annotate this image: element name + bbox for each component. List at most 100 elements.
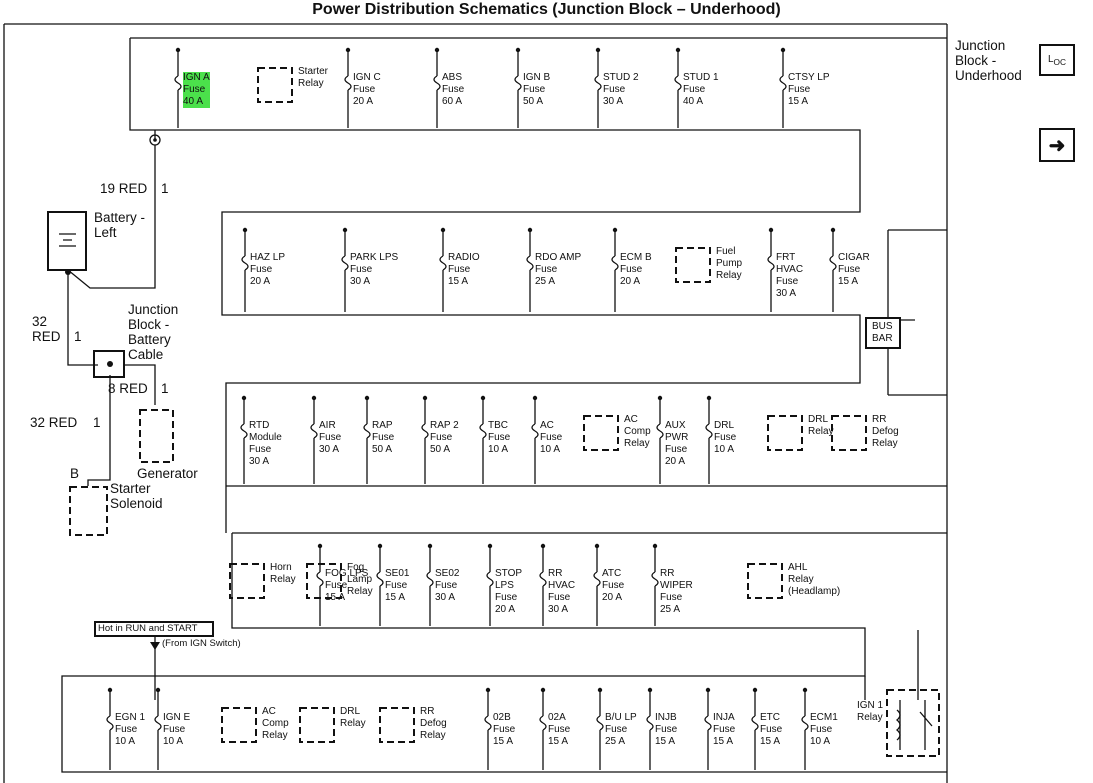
stop-fuse-label: STOP LPS Fuse 20 A [495,568,523,615]
air-fuse-symbol [310,423,318,439]
egn-1-fuse-terminal [107,687,113,693]
02b-fuse-label: 02B Fuse 15 A [493,712,516,747]
ctsy-lp-fuse-terminal [780,47,786,53]
haz-lp-fuse-symbol [241,255,249,271]
drl-fuse-terminal [706,395,712,401]
wire-32-color: 32 RED [32,314,61,344]
b-u-lp-fuse-terminal [597,687,603,693]
drl-relay-label: DRL Relay [808,414,834,437]
ign-a-fuse-symbol [174,75,182,91]
stop-fuse-symbol [486,571,494,587]
ac-fuse-terminal [532,395,538,401]
rr-fuse-label: RR WIPER Fuse 25 A [660,568,693,615]
wire-32b-pin: 1 [93,415,101,430]
se01-fuse-label: SE01 Fuse 15 A [385,568,410,603]
rr-relay-label: RR Defog Relay [420,706,447,741]
frt-fuse-label: FRT HVAC Fuse 30 A [776,252,804,299]
air-fuse-label: AIR Fuse 30 A [319,420,342,455]
hot-in-run-label: Hot in RUN and START [98,623,198,634]
inja-fuse-symbol [704,715,712,731]
junction-block-underhood-label: Junction Block - Underhood [955,38,1022,83]
rap-fuse-label: RAP Fuse 50 A [372,420,395,455]
se01-fuse-symbol [376,571,384,587]
ac-relay-box [583,415,619,451]
wire-8-color: 8 RED [108,381,148,396]
injb-fuse-symbol [646,715,654,731]
aux-fuse-label: AUX PWR Fuse 20 A [665,420,689,467]
drl-fuse-label: DRL Fuse 10 A [714,420,737,455]
se02-fuse-symbol [426,571,434,587]
right-arrow-icon[interactable]: ➜ [1039,128,1075,162]
fog-lps-fuse-terminal [317,543,323,549]
ign-b-fuse-terminal [515,47,521,53]
radio-fuse-label: RADIO Fuse 15 A [448,252,480,287]
ac-fuse-label: AC Fuse 10 A [540,420,563,455]
rr-fuse-terminal [652,543,658,549]
fog-relay-box [306,563,342,599]
ign1-relay-box [886,689,940,757]
ac-relay-label: AC Comp Relay [262,706,289,741]
battery-wire-pin: 1 [161,181,169,196]
hot-in-run-box [94,621,214,637]
fuel-relay-label: Fuel Pump Relay [716,246,743,281]
rap-2-fuse-symbol [421,423,429,439]
ac-relay-box [221,707,257,743]
02a-fuse-terminal [540,687,546,693]
loc-icon[interactable]: LOC [1039,44,1075,76]
stud-1-fuse-label: STUD 1 Fuse 40 A [683,72,719,107]
etc-fuse-label: ETC Fuse 15 A [760,712,783,747]
radio-fuse-symbol [439,255,447,271]
rap-2-fuse-terminal [422,395,428,401]
rr-fuse-terminal [540,543,546,549]
generator-label: Generator [137,466,198,481]
b-u-lp-fuse-label: B/U LP Fuse 25 A [605,712,637,747]
jb-battery-cable-label: Junction Block - Battery Cable [128,302,179,362]
stud-1-fuse-symbol [674,75,682,91]
02a-fuse-symbol [539,715,547,731]
battery-wire-color: 19 RED [100,181,148,196]
aux-fuse-symbol [656,423,664,439]
ecm1-fuse-label: ECM1 Fuse 10 A [810,712,838,747]
jb-battery-cable-box [93,350,125,378]
ahl-relay-label: AHL Relay (Headlamp) [788,562,841,597]
ign-c-fuse-symbol [344,75,352,91]
rdo-amp-fuse-terminal [527,227,533,233]
injb-fuse-terminal [647,687,653,693]
drl-fuse-symbol [705,423,713,439]
horn-relay-label: Horn Relay [270,562,296,585]
air-fuse-terminal [311,395,317,401]
fuel-relay-box [675,247,711,283]
frt-fuse-terminal [768,227,774,233]
frt-fuse-symbol [767,255,775,271]
ecm1-fuse-terminal [802,687,808,693]
b-u-lp-fuse-symbol [596,715,604,731]
ahl-relay-box [747,563,783,599]
abs-fuse-label: ABS Fuse 60 A [442,72,465,107]
atc-fuse-symbol [593,571,601,587]
etc-fuse-symbol [751,715,759,731]
se01-fuse-terminal [377,543,383,549]
radio-fuse-terminal [440,227,446,233]
ecm-b-fuse-label: ECM B Fuse 20 A [620,252,652,287]
abs-fuse-symbol [433,75,441,91]
ac-fuse-symbol [531,423,539,439]
ecm1-fuse-symbol [801,715,809,731]
park-lps-fuse-label: PARK LPS Fuse 30 A [350,252,399,287]
bus-bar-box [865,317,901,349]
se02-fuse-label: SE02 Fuse 30 A [435,568,460,603]
wire-8-pin: 1 [161,381,169,396]
atc-fuse-terminal [594,543,600,549]
ign-e-fuse-terminal [155,687,161,693]
rdo-amp-fuse-label: RDO AMP Fuse 25 A [535,252,582,287]
rdo-amp-fuse-symbol [526,255,534,271]
park-lps-fuse-terminal [342,227,348,233]
rr-relay-label: RR Defog Relay [872,414,899,449]
page-title: Power Distribution Schematics (Junction … [312,1,781,18]
stud-2-fuse-label: STUD 2 Fuse 30 A [603,72,639,107]
from-ign-switch-label: (From IGN Switch) [162,638,241,649]
rtd-fuse-symbol [240,423,248,439]
starter-solenoid-label: Starter Solenoid [110,481,163,511]
ign1-relay-label: IGN 1 Relay [857,700,884,723]
generator-box [139,409,174,463]
